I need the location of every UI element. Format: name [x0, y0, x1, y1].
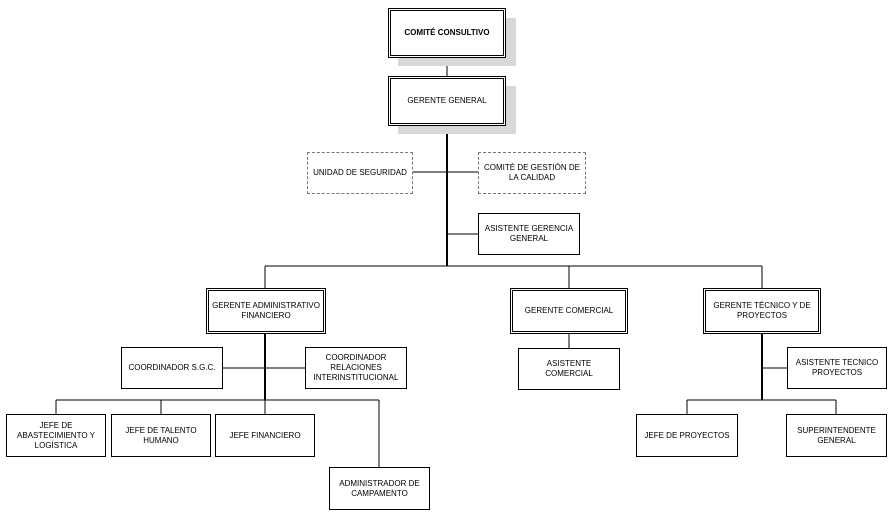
- administrador-campamento-label: ADMINISTRADOR DE CAMPAMENTO: [339, 478, 420, 498]
- superintendente-general-label: SUPERINTENDENTE GENERAL: [797, 425, 876, 445]
- jefe-talento-humano-box: JEFE DE TALENTO HUMANO: [111, 414, 211, 457]
- gerente-administrativo-financiero-box: GERENTE ADMINISTRATIVO FINANCIERO: [206, 288, 326, 334]
- unidad-seguridad-label: UNIDAD DE SEGURIDAD: [313, 168, 407, 177]
- asistente-comercial-label: ASISTENTE COMERCIAL: [545, 359, 593, 378]
- gerente-general-box: GERENTE GENERAL: [388, 76, 506, 126]
- superintendente-general-box: SUPERINTENDENTE GENERAL: [786, 414, 887, 457]
- asistente-gerencia-general-box: ASISTENTE GERENCIA GENERAL: [478, 213, 580, 255]
- asistente-gerencia-general-label: ASISTENTE GERENCIA GENERAL: [484, 224, 574, 243]
- jefe-financiero-box: JEFE FINANCIERO: [215, 414, 315, 457]
- asistente-tecnico-proyectos-label: ASISTENTE TECNICO PROYECTOS: [795, 358, 879, 377]
- gerente-comercial-box: GERENTE COMERCIAL: [510, 288, 628, 334]
- jefe-proyectos-box: JEFE DE PROYECTOS: [636, 414, 738, 457]
- gerente-tecnico-proyectos-box: GERENTE TÉCNICO Y DE PROYECTOS: [703, 288, 821, 334]
- coordinador-sgc-box: COORDINADOR S.G.C.: [121, 347, 223, 389]
- jefe-proyectos-label: JEFE DE PROYECTOS: [644, 430, 730, 440]
- unidad-seguridad-box: UNIDAD DE SEGURIDAD: [307, 152, 413, 194]
- comite-consultivo-box: COMITÉ CONSULTIVO: [388, 8, 506, 58]
- asistente-tecnico-proyectos-box: ASISTENTE TECNICO PROYECTOS: [787, 347, 887, 389]
- asistente-comercial-box: ASISTENTE COMERCIAL: [518, 348, 620, 390]
- jefe-abastecimiento-label: JEFE DE ABASTECIMIENTO Y LOGÍSTICA: [17, 420, 95, 450]
- comite-consultivo-label: COMITÉ CONSULTIVO: [404, 28, 490, 37]
- gerente-comercial-label: GERENTE COMERCIAL: [524, 306, 614, 315]
- jefe-talento-humano-label: JEFE DE TALENTO HUMANO: [125, 425, 197, 445]
- gerente-general-label: GERENTE GENERAL: [407, 96, 487, 105]
- gerente-tecnico-proyectos-label: GERENTE TÉCNICO Y DE PROYECTOS: [713, 301, 811, 320]
- gerente-administrativo-financiero-label: GERENTE ADMINISTRATIVO FINANCIERO: [212, 301, 320, 320]
- administrador-campamento-box: ADMINISTRADOR DE CAMPAMENTO: [329, 467, 430, 510]
- coordinador-relaciones-box: COORDINADOR RELACIONES INTERINSTITUCIONA…: [305, 347, 407, 389]
- comite-gestion-calidad-label: COMITÉ DE GESTIÓN DE LA CALIDAD: [483, 163, 580, 182]
- coordinador-relaciones-label: COORDINADOR RELACIONES INTERINSTITUCIONA…: [313, 353, 399, 382]
- coordinador-sgc-label: COORDINADOR S.G.C.: [128, 363, 216, 372]
- comite-gestion-calidad-box: COMITÉ DE GESTIÓN DE LA CALIDAD: [478, 152, 586, 194]
- jefe-financiero-label: JEFE FINANCIERO: [229, 430, 301, 440]
- jefe-abastecimiento-box: JEFE DE ABASTECIMIENTO Y LOGÍSTICA: [6, 414, 106, 457]
